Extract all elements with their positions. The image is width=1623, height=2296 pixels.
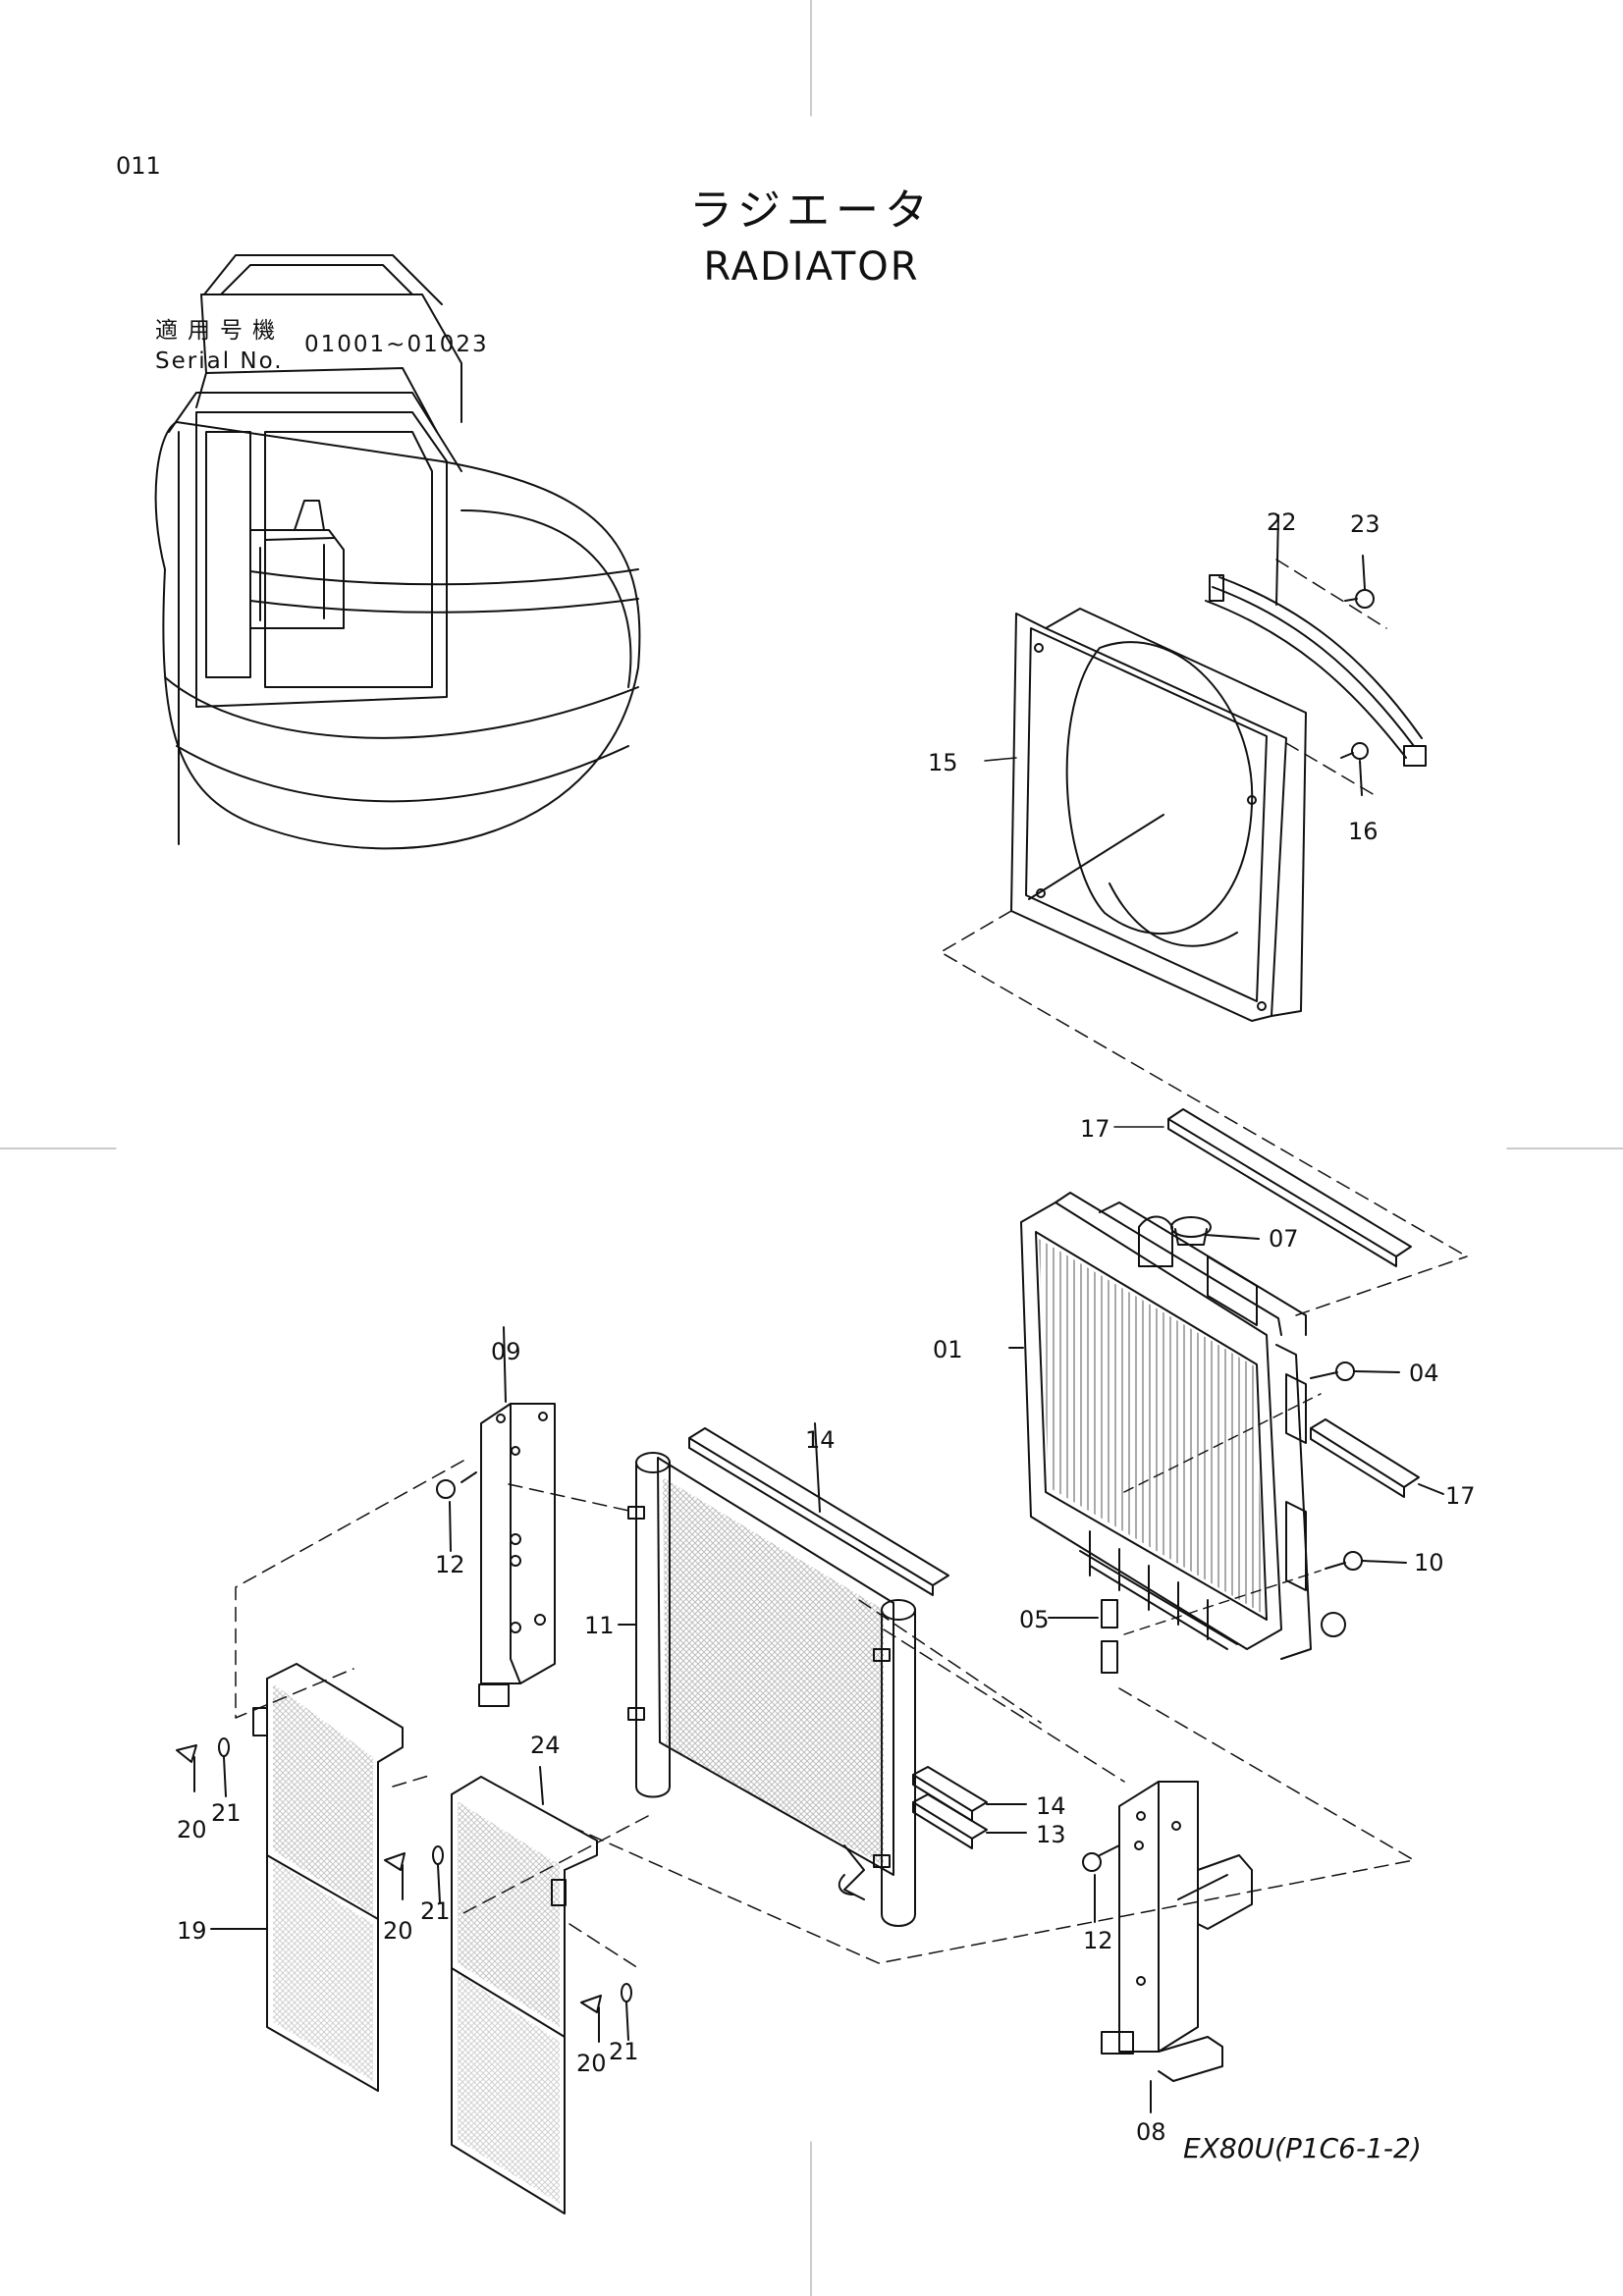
- callout-13: 13: [1036, 1821, 1066, 1848]
- callout-19: 19: [177, 1917, 207, 1945]
- part-17-seal-lower: [1310, 1418, 1444, 1498]
- callout-22: 22: [1267, 508, 1297, 536]
- callout-21-b: 21: [420, 1897, 451, 1925]
- callout-17-upper: 17: [1080, 1115, 1110, 1143]
- callout-17-lower: 17: [1445, 1482, 1476, 1510]
- callout-20-b: 20: [383, 1917, 413, 1945]
- part-14-seal-upper: [688, 1422, 949, 1596]
- callout-labels: 22 23 15 16 17 07 01 04 17 10 05 09 14 1…: [177, 508, 1476, 2146]
- callout-23: 23: [1350, 510, 1380, 538]
- callout-14-lower: 14: [1036, 1792, 1066, 1820]
- model-code: EX80U(P1C6-1-2): [1183, 2132, 1422, 2164]
- callout-05: 05: [1019, 1606, 1050, 1633]
- part-12-bolt-upper: [436, 1471, 477, 1552]
- title-english: RADIATOR: [703, 244, 920, 290]
- part-13-seal: [912, 1793, 1027, 1849]
- part-15-fan-shroud: [1010, 608, 1307, 1022]
- part-01-radiator: [1008, 1192, 1346, 1660]
- callout-20-c: 20: [576, 2050, 607, 2077]
- part-19-screen: [210, 1663, 404, 2092]
- callout-20-a: 20: [177, 1816, 207, 1843]
- callout-12-upper: 12: [435, 1551, 465, 1578]
- callout-leaders: [984, 757, 1164, 1128]
- callout-07: 07: [1269, 1225, 1299, 1253]
- part-07-cap: [1170, 1216, 1260, 1246]
- page-number: 011: [116, 152, 161, 180]
- serial-label-japanese: 適用号機: [155, 318, 285, 344]
- part-04-bolt: [1310, 1362, 1400, 1381]
- title-japanese: ラジエータ: [688, 186, 935, 236]
- callout-21-c: 21: [609, 2038, 639, 2065]
- part-22-bracket: [1205, 514, 1427, 767]
- part-23-bolt: [1344, 555, 1375, 609]
- wing-nuts-and-washers: [176, 1737, 632, 2043]
- callout-16: 16: [1348, 818, 1379, 845]
- callout-10: 10: [1414, 1549, 1444, 1576]
- callout-11: 11: [584, 1612, 615, 1639]
- part-11-oil-cooler: [618, 1452, 916, 1927]
- callout-09: 09: [491, 1338, 521, 1365]
- serial-label-english: Serial No.: [155, 348, 284, 374]
- callout-24: 24: [530, 1732, 561, 1759]
- callout-12-lower: 12: [1083, 1927, 1113, 1954]
- part-17-seal-upper: [1167, 1108, 1412, 1267]
- assembly-dashed-lines-upper: [940, 559, 1468, 1316]
- callout-08: 08: [1136, 2118, 1166, 2146]
- callout-14-upper: 14: [805, 1426, 836, 1454]
- serial-range: 01001~01023: [304, 332, 489, 357]
- callout-01: 01: [933, 1336, 963, 1363]
- part-09-bracket: [478, 1326, 556, 1707]
- part-16-bolt: [1340, 742, 1369, 796]
- excavator-overview-illustration: [154, 254, 641, 850]
- part-12-bolt-lower: [1082, 1844, 1120, 1923]
- callout-15: 15: [928, 749, 958, 776]
- part-05-hose: [1048, 1599, 1118, 1674]
- part-24-screen: [451, 1766, 598, 2215]
- part-10-bolt: [1325, 1551, 1407, 1571]
- assembly-dashed-lines-lower: [235, 1460, 1415, 1969]
- callout-21-a: 21: [211, 1799, 242, 1827]
- callout-04: 04: [1409, 1360, 1439, 1387]
- part-08-bracket: [1101, 1781, 1253, 2113]
